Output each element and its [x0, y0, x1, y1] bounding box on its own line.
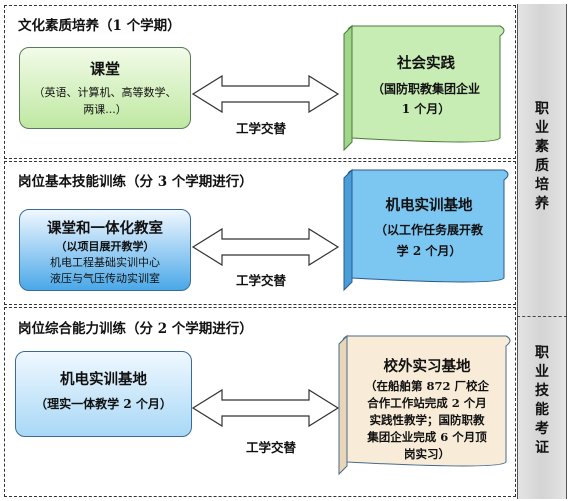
box-title: 机电实训基地 [385, 197, 473, 214]
box-line: 1 个月） [401, 102, 451, 116]
section-title: 岗位基本技能训练（分 3 个学期进行） [18, 174, 253, 190]
practice-box: 社会实践 （国防职教集团企业 1 个月） [356, 52, 496, 119]
box-line: 岗实习） [404, 447, 450, 461]
box-title: 课堂 [89, 60, 120, 78]
arrow-label: 工学交替 [236, 273, 287, 288]
side-divider [517, 316, 567, 317]
section-title: 岗位综合能力训练（分 2 个学期进行） [18, 321, 253, 337]
box-title: 课堂和一体化教室 [47, 220, 163, 237]
box-line: （国防职教集团企业 [371, 82, 480, 96]
section-comprehensive [4, 307, 516, 497]
arrow-label: 工学交替 [236, 121, 287, 136]
integrated-classroom-box: 课堂和一体化教室 （以项目展开教学） 机电工程基础实训中心 液压与气压传动实训室 [19, 209, 191, 291]
side-column [517, 4, 567, 499]
box-title: 机电实训基地 [60, 371, 147, 388]
box-line: 合作工作站完成 2 个月 [367, 396, 487, 410]
box-line: （在船舶第 872 厂校企 [364, 379, 489, 393]
box-line: （以工作任务展开教 [374, 223, 483, 237]
box-title: 校外实习基地 [383, 358, 471, 375]
arrow-label: 工学交替 [246, 440, 297, 455]
box-line: 实践性教学；国防职教 [369, 413, 485, 427]
box-line: 两课...） [83, 103, 127, 116]
box-line: （理实一体教学 2 个月） [35, 397, 172, 411]
box-subtitle: （以项目展开教学） [55, 240, 155, 253]
box-line: 学 2 个月） [396, 244, 462, 258]
external-internship-box: 校外实习基地 （在船舶第 872 厂校企 合作工作站完成 2 个月 实践性教学；… [350, 358, 504, 462]
training-base-box: 机电实训基地 （以工作任务展开教 学 2 个月） [356, 194, 502, 262]
section-title: 文化素质培养（1 个学期） [18, 18, 181, 34]
box-line: 机电工程基础实训中心 [50, 256, 160, 269]
box-title: 社会实践 [397, 55, 455, 72]
classroom-box: 课堂 （英语、计算机、高等数学、 两课...） [19, 47, 191, 129]
box-line: 液压与气压传动实训室 [50, 272, 160, 285]
side-label-certification: 职业技能考证 [535, 345, 549, 456]
side-label-quality: 职业素质培养 [535, 101, 549, 212]
box-line: 集团企业完成 6 个月顶 [367, 430, 487, 444]
box-line: （英语、计算机、高等数学、 [33, 86, 177, 99]
section-basic-skills [4, 161, 516, 305]
section-culture [4, 5, 516, 159]
training-base-box: 机电实训基地 （理实一体教学 2 个月） [15, 351, 192, 437]
